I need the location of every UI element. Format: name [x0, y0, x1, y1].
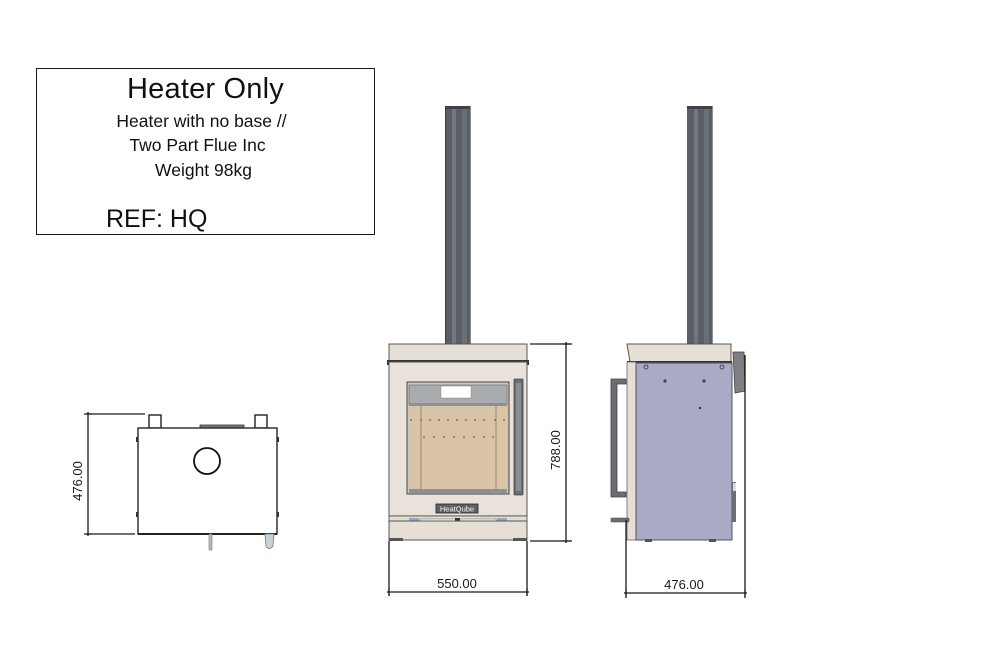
top-view-height-label: 476.00 [70, 461, 85, 501]
heatqube-logo-badge: HeatQube [435, 503, 479, 514]
info-description-line: Heater with no base // [116, 111, 287, 131]
info-box: Heater Only Heater with no base // Two P… [36, 68, 375, 235]
side-view-width-dimension: 476.00 [624, 577, 747, 597]
info-weight-line: Weight 98kg [155, 160, 252, 180]
front-view-width-dimension: 550.00 [387, 541, 529, 596]
logo-text: HeatQube [440, 505, 474, 514]
info-ref-code: REF: HQ [106, 205, 208, 233]
brick-rivets [410, 419, 505, 438]
front-view: HeatQube 788.00 550.00 [387, 106, 572, 596]
side-view-width-label: 476.00 [664, 577, 704, 592]
top-view-height-dimension: 476.00 [70, 412, 145, 536]
info-flue-line: Two Part Flue Inc [129, 135, 266, 155]
info-title: Heater Only [127, 73, 284, 105]
top-view: 476.00 [70, 412, 279, 551]
front-view-height-label: 788.00 [548, 430, 563, 470]
front-view-height-dimension: 788.00 [530, 342, 572, 543]
side-flue [687, 106, 713, 344]
front-view-width-label: 550.00 [437, 576, 477, 591]
front-flue [445, 106, 471, 344]
side-view: 476.00 [610, 106, 747, 598]
